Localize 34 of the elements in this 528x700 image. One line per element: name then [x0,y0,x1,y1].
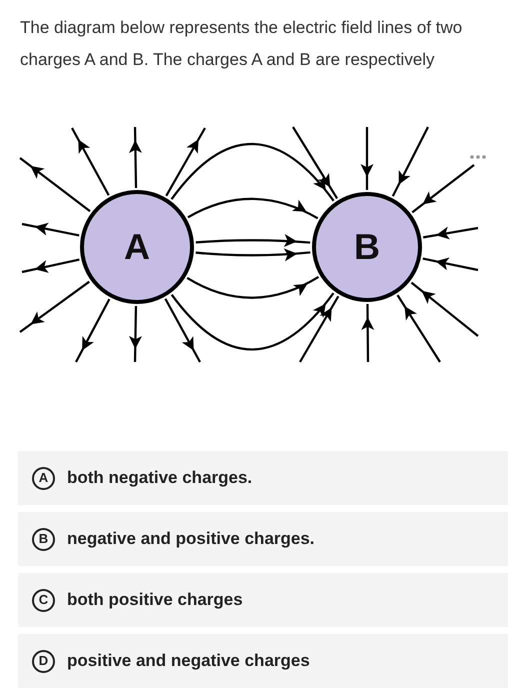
option-text: both positive charges [67,589,243,612]
field-line [75,298,110,363]
question-text: The diagram below represents the electric field lines of two charges A and B. The charges A and B are respectively [20,17,464,71]
field-line [422,257,478,272]
field-line [187,198,318,220]
option-letter: C [32,588,55,612]
field-line [19,157,91,212]
field-line [423,226,478,240]
field-line [196,234,310,248]
field-line [22,258,80,274]
field-line [128,126,142,188]
field-line [128,306,142,362]
field-line [164,298,201,363]
option-letter: A [32,466,55,490]
option-letter: B [32,528,55,550]
field-line [196,248,310,262]
option-text: positive and negative charges [67,650,310,672]
option-letter: D [32,650,55,672]
field-line [170,292,334,351]
field-line [410,282,479,337]
field-line [292,126,338,200]
field-line [19,280,90,333]
option-text: both negative charges. [67,467,252,490]
field-line [396,294,441,363]
option-text: negative and positive charges. [67,528,315,550]
field-line [22,222,80,236]
field-line [170,142,334,202]
field-line [186,276,320,299]
field-line [361,304,374,362]
field-line [412,164,475,214]
field-line [71,127,110,196]
field-line [299,296,340,363]
field-line [165,127,206,196]
field-line [360,127,374,190]
